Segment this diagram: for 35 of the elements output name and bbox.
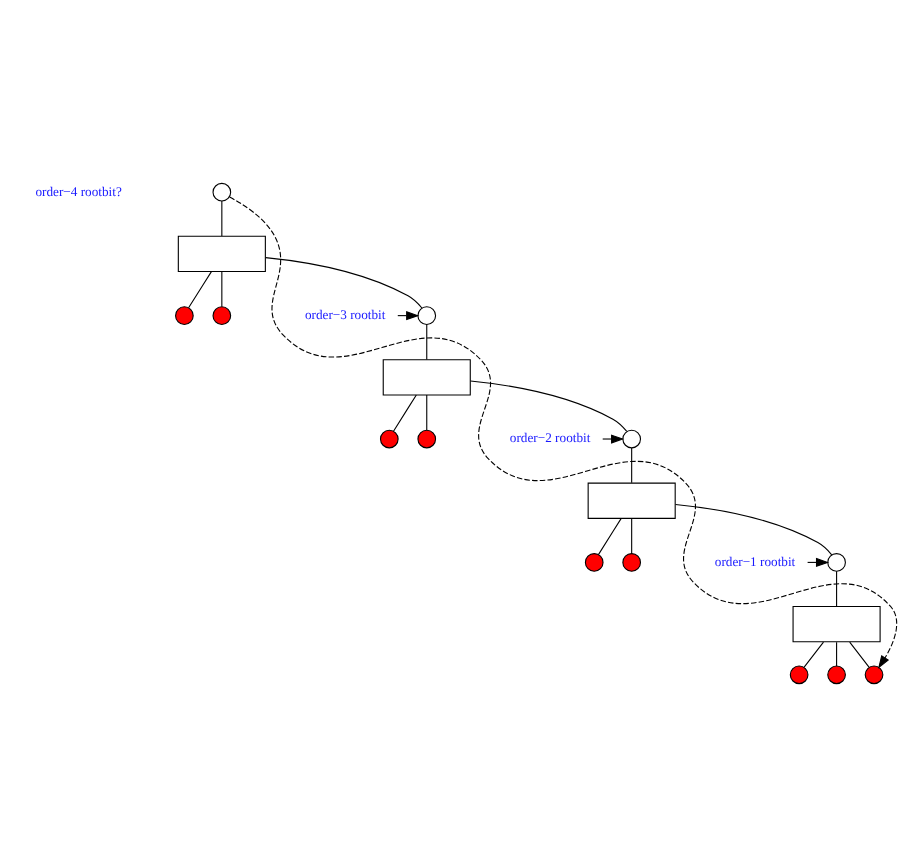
connector [848,641,869,668]
node-circle [211,182,231,202]
node-circle [826,553,845,572]
connector [835,641,837,667]
connector [630,517,632,554]
connector [187,271,211,309]
node-circle [416,306,436,325]
connector [220,200,222,237]
node-circle [621,553,641,572]
node-circle [863,665,883,685]
node-circle [788,665,808,685]
node-circle [583,553,603,572]
node-box [176,235,265,273]
node-box [791,605,880,643]
node-circle [378,429,398,449]
connector [391,394,416,432]
connector [835,570,837,607]
node-circle [211,306,231,325]
node-circle [621,429,641,449]
node-box [381,359,470,396]
connector [596,517,621,556]
node-circle [416,429,436,449]
connector [469,380,627,432]
arrow [601,434,624,444]
node-circle [174,306,193,325]
connector [425,323,427,360]
node-box [586,482,675,519]
connector [264,257,422,309]
connector [802,641,824,668]
connector [673,503,832,556]
connector [220,271,222,308]
connector [630,447,632,484]
connector [425,394,427,431]
node-circle [826,665,845,685]
arrow [228,196,897,669]
